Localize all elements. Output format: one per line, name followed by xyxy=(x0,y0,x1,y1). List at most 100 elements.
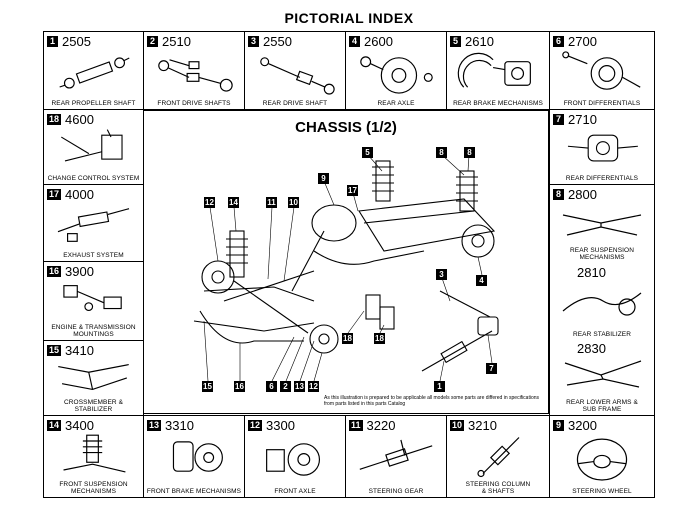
section-number-badge: 8 xyxy=(553,189,564,200)
section-sub-label: REAR LOWER ARMS & SUB FRAME xyxy=(566,399,638,413)
section-number-badge: 13 xyxy=(147,420,162,431)
callout-3: 3 xyxy=(436,269,447,280)
rear-differential-illustration xyxy=(556,126,648,172)
section-label: CHANGE CONTROL SYSTEM xyxy=(47,175,140,182)
section-number-badge: 6 xyxy=(553,36,564,47)
steering-column-illustration xyxy=(453,432,543,479)
front-drive-shafts-illustration xyxy=(150,48,238,97)
callout-9: 9 xyxy=(318,173,329,184)
section-steering-wheel[interactable]: 9 3200 STEERING WHEEL xyxy=(549,415,655,498)
section-number-badge: 2 xyxy=(147,36,158,47)
front-axle-illustration xyxy=(251,432,339,485)
section-code: 2510 xyxy=(162,34,191,49)
rear-brake-illustration xyxy=(453,48,543,97)
change-control-illustration xyxy=(50,126,137,172)
section-number-badge: 7 xyxy=(553,114,564,125)
section-number-badge: 1 xyxy=(47,36,58,47)
callout-18-b: 18 xyxy=(374,333,385,344)
section-code: 2610 xyxy=(465,34,494,49)
section-code: 4600 xyxy=(65,112,94,127)
section-label: FRONT SUSPENSION MECHANISMS xyxy=(59,481,128,495)
callout-6: 8 xyxy=(464,147,475,158)
callout-6-front: 6 xyxy=(266,381,277,392)
section-label: REAR SUSPENSION MECHANISMS xyxy=(570,247,634,261)
chassis-overview-panel: CHASSIS (1/2) xyxy=(143,110,549,414)
section-label: ENGINE & TRANSMISSION MOUNTINGS xyxy=(51,324,136,338)
callout-17: 17 xyxy=(347,185,358,196)
callout-5: 5 xyxy=(362,147,373,158)
section-label: EXHAUST SYSTEM xyxy=(63,252,124,259)
callout-16: 16 xyxy=(234,381,245,392)
callout-18: 18 xyxy=(342,333,353,344)
section-label: FRONT AXLE xyxy=(274,488,316,495)
engine-mountings-illustration xyxy=(50,278,137,320)
section-label: FRONT BRAKE MECHANISMS xyxy=(146,488,242,495)
section-label: REAR PROPELLER SHAFT xyxy=(51,100,136,107)
section-code: 3200 xyxy=(568,418,597,433)
section-label: STEERING WHEEL xyxy=(572,488,632,495)
exhaust-system-illustration xyxy=(50,201,137,249)
rear-lower-arms-illustration xyxy=(556,355,648,395)
crossmember-illustration xyxy=(50,357,137,397)
section-number-badge: 17 xyxy=(47,189,62,200)
section-number-badge: 11 xyxy=(349,420,363,431)
callout-2: 2 xyxy=(280,381,291,392)
section-number-badge: 3 xyxy=(248,36,259,47)
section-code: 3900 xyxy=(65,264,94,279)
section-sub-label: REAR STABILIZER xyxy=(572,331,632,338)
section-number-badge: 18 xyxy=(47,114,62,125)
section-code: 4000 xyxy=(65,187,94,202)
section-code: 3220 xyxy=(366,418,396,433)
section-code: 3300 xyxy=(266,418,295,433)
section-code: 2505 xyxy=(62,34,91,49)
section-code: 3210 xyxy=(468,418,497,433)
section-sub-code: 2830 xyxy=(577,341,606,356)
section-code: 2700 xyxy=(568,34,597,49)
section-rear-propeller-shaft[interactable]: 1 2505 REAR PROPELLER SHAFT xyxy=(43,31,144,110)
section-front-drive-shafts[interactable]: 2 2510 FRONT DRIVE SHAFTS xyxy=(143,31,245,110)
callout-13: 13 xyxy=(294,381,305,392)
section-label: STEERING GEAR xyxy=(368,488,424,495)
section-number-badge: 9 xyxy=(553,420,564,431)
rear-axle-illustration xyxy=(352,48,440,97)
section-number-badge: 5 xyxy=(450,36,461,47)
rear-suspension-illustration xyxy=(556,201,648,247)
section-code: 2600 xyxy=(364,34,393,49)
section-number-badge: 4 xyxy=(349,36,360,47)
callout-10: 10 xyxy=(288,197,299,208)
section-label: FRONT DRIVE SHAFTS xyxy=(157,100,231,107)
propeller-shaft-illustration xyxy=(50,48,137,97)
callout-12-b: 12 xyxy=(308,381,319,392)
steering-gear-illustration xyxy=(352,432,440,485)
callout-4: 4 xyxy=(476,275,487,286)
chassis-title: CHASSIS (1/2) xyxy=(295,119,397,136)
section-label: STEERING COLUMN & SHAFTS xyxy=(465,481,531,495)
rear-stabilizer-illustration xyxy=(556,281,648,323)
front-suspension-illustration xyxy=(50,432,137,479)
section-code: 3400 xyxy=(65,418,94,433)
section-number-badge: 14 xyxy=(47,420,62,431)
page-title: PICTORIAL INDEX xyxy=(284,10,414,26)
callout-1: 1 xyxy=(434,381,445,392)
section-label: REAR DRIVE SHAFT xyxy=(262,100,328,107)
chassis-exploded-illustration xyxy=(193,154,499,382)
steering-wheel-illustration xyxy=(556,432,648,485)
section-sub-code: 2810 xyxy=(577,265,606,280)
callout-11: 11 xyxy=(266,197,277,208)
callout-12: 12 xyxy=(204,197,215,208)
